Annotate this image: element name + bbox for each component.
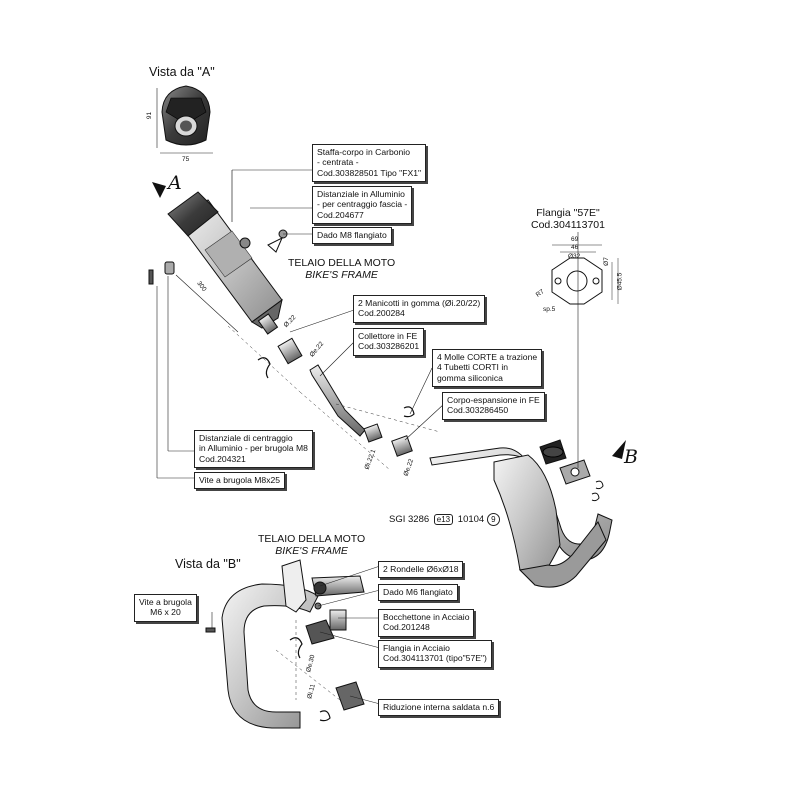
- flange-dim-32: Ø32: [568, 253, 581, 260]
- label-distanziale-centraggio: Distanziale di centraggio in Alluminio -…: [194, 430, 313, 469]
- label-rondelle: 2 Rondelle Ø6xØ18: [378, 561, 464, 579]
- label-molle: 4 Molle CORTE a trazione 4 Tubetti CORTI…: [432, 349, 543, 388]
- view-b-title: Vista da "B": [175, 557, 241, 571]
- label-manicotti: 2 Manicotti in gomma (Øi.20/22) Cod.2002…: [353, 295, 486, 323]
- label-flangia-acciaio: Flangia in Acciaio Cod.304113701 (tipo"5…: [378, 640, 492, 668]
- view-b-assembly: [205, 559, 365, 729]
- view-a-width-dim: 75: [182, 156, 190, 163]
- cert-e-mark: e13: [433, 514, 454, 525]
- label-vite-m8: Vite a brugola M8x25: [194, 472, 286, 490]
- label-distanziale-alu: Distanziale in Alluminio - per centraggi…: [312, 186, 413, 225]
- label-dado-m6: Dado M6 flangiato: [378, 584, 458, 602]
- label-vite-m6: Vite a brugola M6 x 20: [134, 594, 197, 622]
- flange-dim-sp: sp.5: [543, 306, 556, 313]
- frame-label-top: TELAIO DELLA MOTO BIKE'S FRAME: [288, 257, 396, 281]
- view-a-endcap-drawing: [156, 85, 213, 154]
- view-a-height-dim: 91: [146, 111, 154, 120]
- frame-label-bottom: TELAIO DELLA MOTO BIKE'S FRAME: [258, 533, 366, 557]
- label-staffa: Staffa-corpo in Carbonio - centrata - Co…: [312, 144, 427, 183]
- cert-number: 10104: [457, 514, 485, 525]
- flange-dim-45: Ø45.5: [616, 272, 624, 291]
- label-bocchettone: Bocchettone in Acciaio Cod.201248: [378, 609, 475, 637]
- silencer-body: [167, 170, 283, 335]
- label-dado-m8: Dado M8 flangiato: [312, 227, 392, 245]
- label-riduzione: Riduzione interna saldata n.6: [378, 699, 500, 717]
- flange-dim-7: Ø7: [602, 257, 610, 266]
- collector-pipe: [227, 325, 441, 471]
- label-collettore: Collettore in FE Cod.303286201: [353, 328, 425, 356]
- label-corpo: Corpo-espansione in FE Cod.303286450: [442, 392, 545, 420]
- view-b-arrow-marker: [612, 440, 626, 459]
- leader-lines: [157, 169, 579, 705]
- expansion-chamber: [429, 318, 613, 588]
- view-a-marker-label: A: [168, 172, 182, 194]
- view-a-arrow-marker: [152, 182, 166, 198]
- flange-dim-46: 46: [571, 244, 579, 251]
- flange-title: Flangia "57E" Cod.304113701: [531, 207, 605, 231]
- flange-dim-69: 69: [571, 236, 579, 243]
- view-a-title: Vista da "A": [149, 65, 215, 79]
- certification-mark: SGI 3286 e13 10104 9: [389, 513, 500, 526]
- cert-prefix: SGI 3286: [389, 514, 430, 525]
- cert-circle: 9: [486, 513, 500, 526]
- view-b-marker-label: B: [624, 446, 638, 468]
- flange-57e-drawing: [551, 244, 619, 305]
